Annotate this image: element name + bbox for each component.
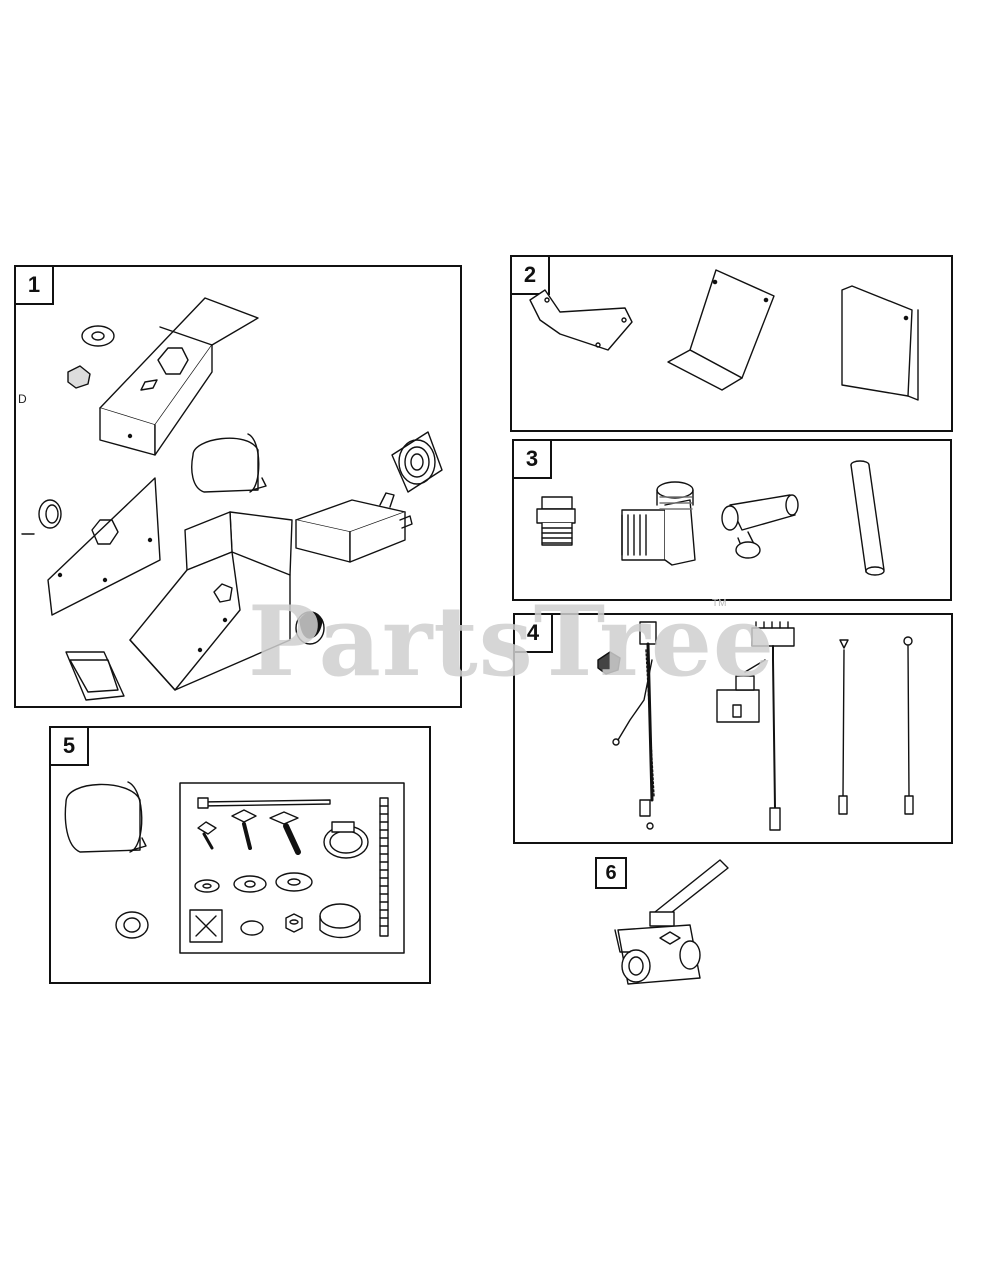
panel-2-number: 2 <box>512 257 550 295</box>
panel-2: 2 <box>510 255 953 432</box>
panel-5-parts <box>64 781 405 954</box>
hex-nipple <box>536 496 576 546</box>
lower-housing <box>129 511 293 691</box>
panel-4-number: 4 <box>515 615 553 653</box>
clip-ring <box>319 903 361 939</box>
panel-1-parts <box>21 297 443 701</box>
panel-4: 4 <box>513 613 953 844</box>
angled-shroud <box>667 269 775 391</box>
heater-block <box>295 492 413 563</box>
panel-3-number: 3 <box>514 441 552 479</box>
panel-1-number: 1 <box>16 267 54 305</box>
grommet-5 <box>115 911 149 939</box>
canister <box>191 433 267 493</box>
l-bracket <box>529 289 633 351</box>
panel-4-parts <box>597 621 914 831</box>
jumper-wire-2 <box>903 636 914 815</box>
washers <box>194 872 313 893</box>
elbow-fitting <box>621 481 696 566</box>
zip-strip <box>379 797 389 937</box>
panel-6-number: 6 <box>595 857 627 889</box>
grommet-top <box>81 325 115 347</box>
upper-housing <box>99 297 259 456</box>
ball-valve <box>614 859 729 985</box>
mount-bracket <box>65 651 125 701</box>
cable-tie <box>197 797 331 809</box>
canister-5 <box>64 781 147 853</box>
panel-1: 1 <box>14 265 462 708</box>
connector-harness <box>716 621 795 831</box>
ring-grommet <box>38 499 62 529</box>
small-switch <box>67 365 91 389</box>
relay-harness <box>597 621 657 830</box>
tee-fitting <box>721 494 799 559</box>
hardware-box <box>179 782 405 954</box>
square-mount <box>189 909 223 943</box>
hose-clamp <box>323 821 369 859</box>
panel-2-parts <box>529 269 919 401</box>
panel-3-parts <box>536 460 885 576</box>
jumper-wire-1 <box>838 639 849 815</box>
panel-3: 3 <box>512 439 952 601</box>
panel-5-number: 5 <box>51 728 89 766</box>
bolts <box>197 809 301 855</box>
panel-5: 5 <box>49 726 431 984</box>
nut-and-grommet <box>240 913 303 936</box>
trademark-symbol: TM <box>712 598 727 609</box>
side-plate <box>47 477 161 616</box>
straight-tube <box>850 460 885 576</box>
flat-shroud <box>841 285 919 401</box>
callout-d: D <box>18 392 27 406</box>
knob <box>295 611 325 645</box>
fan-grille <box>391 431 443 493</box>
